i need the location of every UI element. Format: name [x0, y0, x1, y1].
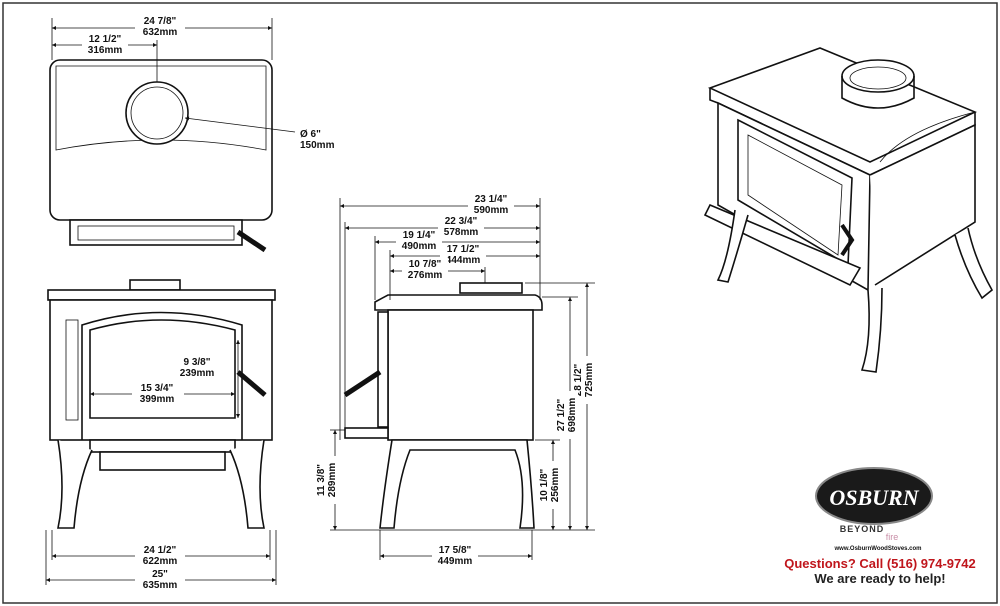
- overall-depth-imperial: 23 1/4": [475, 194, 508, 205]
- phone-contact: Questions? Call (516) 974-9742: [784, 556, 975, 571]
- overall-height-metric: 725mm: [584, 363, 595, 398]
- top-width-metric: 632mm: [143, 27, 178, 38]
- top-view: 24 7/8" 632mm 12 1/2" 316mm Ø 6" 150mm: [49, 15, 335, 253]
- depth-2-metric: 578mm: [444, 227, 479, 238]
- floor-to-bottom-metric: 256mm: [550, 468, 561, 503]
- glass-height-metric: 239mm: [180, 368, 215, 379]
- osburn-logo: OSBURN BEYOND fire www.OsburnWoodStoves.…: [815, 467, 933, 552]
- isometric-view: [703, 47, 994, 373]
- flue-diameter-imperial: Ø 6": [300, 129, 321, 140]
- front-view: 9 3/8" 239mm 15 3/4" 399mm 24 1/2" 622mm…: [45, 279, 277, 592]
- floor-to-door-imperial: 11 3/8": [316, 464, 327, 496]
- flue-collar: [125, 81, 189, 145]
- leg-width-imperial: 24 1/2": [144, 545, 177, 556]
- tagline-beyond: BEYOND: [840, 524, 885, 534]
- side-view: 23 1/4" 590mm 22 3/4" 578mm 19 1/4" 490m…: [314, 193, 595, 568]
- website-link[interactable]: www.OsburnWoodStoves.com: [833, 546, 921, 552]
- flue-center-imperial: 12 1/2": [89, 34, 122, 45]
- flue-from-back-imperial: 10 7/8": [409, 259, 442, 270]
- depth-dimensions: 23 1/4" 590mm 22 3/4" 578mm 19 1/4" 490m…: [340, 193, 540, 282]
- flue-from-back-metric: 276mm: [408, 270, 443, 281]
- glass-height-imperial: 9 3/8": [184, 357, 211, 368]
- depth-3-imperial: 19 1/4": [403, 230, 436, 241]
- floor-to-door-metric: 289mm: [327, 463, 338, 498]
- top-height-imperial: 27 1/2": [556, 398, 567, 431]
- top-height-metric: 698mm: [567, 398, 578, 433]
- front-width-imperial: 25": [152, 569, 168, 580]
- front-width-metric: 635mm: [143, 580, 178, 591]
- glass-width-imperial: 15 3/4": [141, 383, 174, 394]
- overall-depth-metric: 590mm: [474, 205, 509, 216]
- flue-center-metric: 316mm: [88, 45, 123, 56]
- tagline-fire: fire: [886, 532, 899, 542]
- help-message: We are ready to help!: [814, 571, 945, 586]
- depth-4-imperial: 17 1/2": [447, 244, 480, 255]
- overall-height-imperial: 28 1/2": [573, 363, 584, 396]
- depth-2-imperial: 22 3/4": [445, 216, 478, 227]
- depth-4-metric: 444mm: [446, 255, 481, 266]
- leg-width-metric: 622mm: [143, 556, 178, 567]
- top-width-imperial: 24 7/8": [144, 16, 177, 27]
- leg-depth-metric: 449mm: [438, 556, 473, 567]
- leg-depth-imperial: 17 5/8": [439, 545, 472, 556]
- depth-3-metric: 490mm: [402, 241, 437, 252]
- glass-width-metric: 399mm: [140, 394, 175, 405]
- floor-to-bottom-imperial: 10 1/8": [539, 468, 550, 501]
- logo-text: OSBURN: [829, 485, 919, 510]
- flue-diameter-metric: 150mm: [300, 140, 335, 151]
